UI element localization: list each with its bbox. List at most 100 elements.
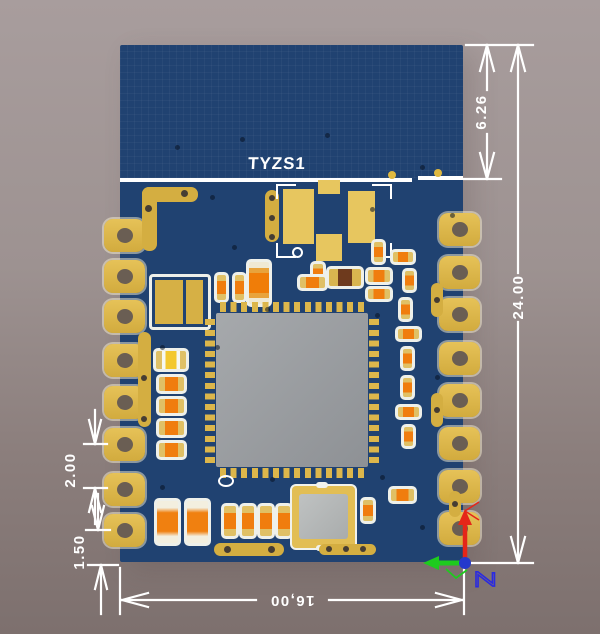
- snap-marker-green: [445, 568, 468, 580]
- via-hole: [141, 375, 147, 381]
- chip-capacitor: [402, 268, 417, 293]
- via-dot: [375, 313, 380, 318]
- via-dot: [160, 485, 165, 490]
- ufl-connector-pad: [318, 180, 340, 194]
- via-dot: [175, 145, 180, 150]
- castellated-pad: [439, 342, 480, 375]
- dim-pad-pitch: 2.00: [62, 452, 79, 487]
- chip-capacitor: [400, 346, 415, 371]
- chip-capacitor: [365, 267, 393, 285]
- crystal-oscillator: [290, 482, 357, 551]
- ufl-connector-pad: [283, 189, 314, 244]
- filter-capacitor: [246, 259, 272, 307]
- ground-bar: [214, 543, 284, 556]
- castellated-pad: [439, 213, 480, 246]
- ufl-connector-pad: [348, 191, 375, 243]
- castellated-pad: [104, 219, 145, 252]
- silkscreen-line-segment: [418, 176, 463, 180]
- bulk-capacitor: [154, 498, 181, 546]
- via-dot: [265, 307, 270, 312]
- via-dot: [420, 525, 425, 530]
- chip-capacitor: [257, 503, 275, 539]
- via-hole: [360, 546, 366, 552]
- ic-pin-row: [205, 317, 215, 463]
- via-dot: [240, 137, 245, 142]
- chip-capacitor: [371, 239, 386, 265]
- silkscreen-corner: [372, 184, 392, 199]
- dim-board-width: 16,00: [269, 592, 314, 609]
- via-dot: [160, 345, 165, 350]
- dim-board-height: 24.00: [510, 274, 527, 319]
- castellated-pad: [104, 260, 145, 293]
- chip-capacitor: [395, 404, 422, 420]
- via-dot: [215, 345, 220, 350]
- chip-inductor: [326, 266, 364, 289]
- gold-via: [388, 171, 396, 179]
- chip-capacitor: [365, 286, 393, 302]
- chip-capacitor: [232, 272, 247, 303]
- castellated-pad: [439, 298, 480, 331]
- silkscreen-corner: [276, 243, 296, 258]
- z-axis-label: Z: [470, 571, 500, 588]
- chip-capacitor: [239, 503, 257, 539]
- dim-pad-edge-offset: 1.50: [71, 534, 88, 569]
- chip-capacitor: [156, 374, 187, 394]
- castellated-pad: [104, 473, 145, 506]
- gold-via: [434, 169, 442, 177]
- silkscreen-corner: [276, 184, 296, 199]
- ic-pin-row: [369, 317, 379, 463]
- ic-pin-row: [220, 302, 364, 312]
- via-dot: [210, 195, 215, 200]
- via-dot: [420, 165, 425, 170]
- via-hole: [343, 546, 349, 552]
- via-hole: [268, 546, 275, 553]
- via-dot: [370, 207, 375, 212]
- via-hole: [224, 546, 231, 553]
- chip-capacitor: [297, 274, 328, 291]
- chip-capacitor: [156, 418, 187, 438]
- via-hole: [269, 234, 275, 240]
- crystal-body: [299, 494, 348, 539]
- castellated-pad: [104, 428, 145, 461]
- chip-capacitor: [156, 440, 187, 460]
- via-dot: [380, 475, 385, 480]
- chip-capacitor: [214, 272, 229, 303]
- castellated-pad: [104, 514, 145, 547]
- chip-capacitor: [390, 249, 416, 265]
- chip-capacitor: [360, 497, 376, 524]
- ufl-connector-pad: [316, 234, 342, 261]
- pcb-board: TYZS1: [104, 45, 480, 562]
- ic-pin-row: [220, 468, 364, 478]
- castellated-pad: [439, 256, 480, 289]
- chip-capacitor: [156, 396, 187, 416]
- via-hole: [434, 407, 440, 413]
- copper-trace: [142, 187, 157, 251]
- chip-capacitor: [395, 326, 422, 342]
- chip-capacitor: [401, 424, 416, 449]
- silkscreen-notch: [316, 482, 328, 488]
- bulk-capacitor: [184, 498, 211, 546]
- via-hole: [145, 205, 152, 212]
- antenna-region: [120, 45, 463, 178]
- silkscreen-line: [120, 178, 412, 182]
- via-ring: [292, 247, 303, 258]
- via-hole: [434, 297, 440, 303]
- chip-capacitor: [388, 486, 417, 504]
- via-dot: [450, 213, 455, 218]
- footprint-pad: [186, 280, 203, 324]
- via-hole: [452, 501, 458, 507]
- chip-resistor: [153, 348, 189, 372]
- via-hole: [269, 215, 275, 221]
- chip-capacitor: [221, 503, 239, 539]
- castellated-pad: [439, 512, 480, 545]
- via-hole: [326, 546, 332, 552]
- via-dot: [435, 375, 440, 380]
- via-hole: [181, 190, 188, 197]
- castellated-pad: [104, 300, 145, 333]
- via-hole: [141, 416, 147, 422]
- via-dot: [325, 133, 330, 138]
- main-ic: [216, 313, 368, 467]
- chip-capacitor: [400, 375, 415, 400]
- pin1-marker: [218, 475, 234, 487]
